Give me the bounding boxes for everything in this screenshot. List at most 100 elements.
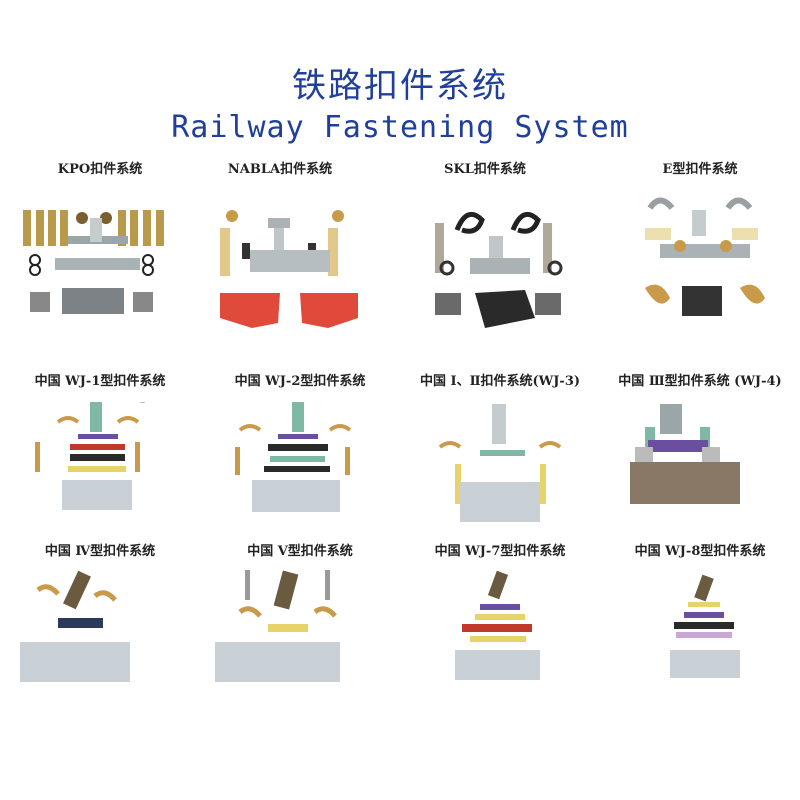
system-label: SKL扣件系统 (444, 162, 526, 177)
screw-spike (36, 210, 44, 246)
sleeper (252, 480, 340, 512)
spring-clip (116, 416, 140, 424)
spring-clip (328, 424, 352, 432)
spring-clip (56, 416, 80, 424)
bolt-head (100, 212, 112, 224)
red-shim (220, 293, 280, 328)
wj1-exploded-diagram: — (35, 400, 145, 510)
screw-spike (543, 223, 552, 273)
insulation-sleeve (455, 464, 461, 504)
screw-spike (60, 210, 68, 246)
shoulder-casting (740, 284, 765, 304)
e-type-fastening-illustration (645, 197, 765, 316)
rail-pad (648, 440, 708, 452)
nabla-fastening-illustration (220, 210, 358, 328)
iron-base-plate (268, 444, 328, 451)
shoulder (674, 240, 686, 252)
insulator (732, 228, 758, 240)
rail-section (273, 570, 299, 610)
spring-washer (29, 254, 41, 266)
spring-clip (238, 606, 262, 618)
screw-spike (220, 228, 230, 276)
system-label: 中国 Ⅰ、Ⅱ扣件系统(WJ-3) (419, 374, 581, 389)
spring-clip (313, 606, 337, 618)
wj7-exploded-diagram (455, 570, 540, 680)
anchor-bolt (345, 447, 350, 475)
sleeper (670, 650, 740, 678)
shoulder (635, 447, 653, 465)
washer (547, 260, 563, 276)
anchor-bolt (245, 570, 250, 600)
pad (475, 614, 525, 620)
clamp-block (133, 292, 153, 312)
rail-pad (475, 290, 535, 328)
spring-clip (93, 590, 117, 602)
pad (676, 632, 732, 638)
wj8-exploded-diagram (670, 574, 740, 678)
screw-spike (156, 210, 164, 246)
spring-coil (242, 243, 250, 259)
bolt-head (332, 210, 344, 222)
spring-clip (538, 441, 562, 449)
pad (270, 456, 325, 462)
pad (68, 466, 126, 472)
tension-clamp (454, 211, 485, 234)
system-label: KPO扣件系统 (57, 162, 143, 177)
spring-washer (29, 264, 41, 276)
screw-spike (143, 210, 151, 246)
rail-section (492, 404, 506, 444)
screw-spike (118, 210, 126, 246)
insulator (645, 427, 655, 447)
insulator (645, 228, 671, 240)
system-label: 中国 Ⅳ型扣件系统 (44, 544, 156, 559)
system-label: 中国 Ⅴ型扣件系统 (247, 544, 353, 559)
pad (470, 636, 526, 642)
pad (264, 466, 330, 472)
e-clip (647, 197, 675, 210)
insulation-sleeve (540, 464, 546, 504)
sleeper (20, 642, 130, 682)
spring-clip (36, 584, 60, 596)
sleeper (215, 642, 340, 682)
iron-base-plate (70, 454, 125, 461)
rail-web (90, 218, 102, 242)
wj2-exploded-diagram (235, 402, 352, 512)
rail-section (487, 570, 509, 600)
iron-base-plate (674, 622, 734, 629)
sleeper (460, 482, 540, 522)
annotation-marks: — (140, 400, 145, 406)
pad (70, 444, 125, 450)
page-title-english: Railway Fastening System (171, 110, 629, 145)
sleeper (62, 480, 132, 510)
shoulder-casting (645, 284, 670, 304)
pad (78, 434, 118, 439)
base-plate (250, 250, 330, 272)
angle-guide (435, 293, 461, 315)
pad (684, 612, 724, 618)
pad (480, 450, 525, 456)
e-clip (725, 197, 753, 210)
iv-exploded-diagram (20, 570, 130, 682)
shoulder (702, 447, 720, 465)
rail-head (268, 218, 290, 228)
system-label: NABLA扣件系统 (227, 162, 333, 177)
wj4-assembly-diagram (630, 404, 740, 504)
rail-section (292, 402, 304, 432)
wj3-exploded-diagram (438, 404, 562, 522)
washer (439, 260, 455, 276)
sleeper (455, 650, 540, 680)
anchor-bolt (135, 442, 140, 472)
system-label: E型扣件系统 (662, 162, 738, 177)
insulator (700, 427, 710, 447)
bolt-head (76, 212, 88, 224)
kpo-fastening-illustration (23, 210, 164, 314)
base-plate (470, 258, 530, 274)
system-label: 中国 WJ-2型扣件系统 (234, 374, 366, 389)
system-label: 中国 WJ-7型扣件系统 (434, 544, 566, 559)
page-title-chinese: 铁路扣件系统 (292, 66, 508, 106)
shoulder (720, 240, 732, 252)
screw-spike (48, 210, 56, 246)
anchor-bolt (35, 442, 40, 472)
pad (278, 434, 318, 439)
screw-spike (130, 210, 138, 246)
